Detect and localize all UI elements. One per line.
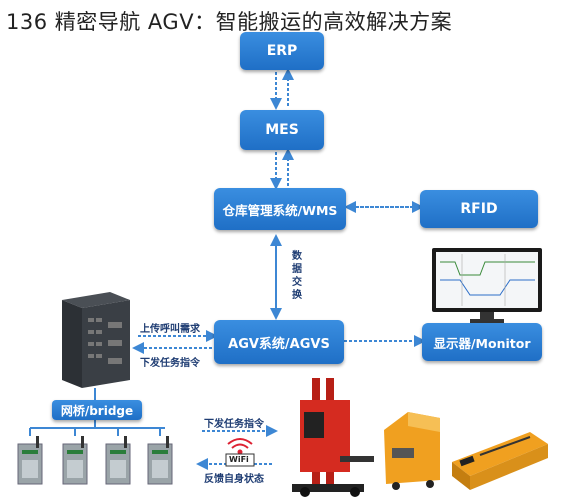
industrial-server-icon xyxy=(62,292,130,388)
flat-agv-icon xyxy=(452,432,548,490)
agvs-box: AGV系统/AGVS xyxy=(214,320,344,364)
rfid-box: RFID xyxy=(420,190,538,228)
dispatch-task-label-left: 下发任务指令 xyxy=(140,358,200,369)
bridge-connections xyxy=(29,388,165,436)
erp-box: ERP xyxy=(240,32,324,70)
upload-demand-label: 上传呼叫需求 xyxy=(140,324,200,335)
data-exchange-label: 数据交换 xyxy=(292,251,302,301)
wifi-label: WiFi xyxy=(229,455,249,464)
bridge-box: 网桥/bridge xyxy=(52,400,142,420)
bridge-device-icon xyxy=(17,436,173,485)
wifi-icon xyxy=(227,438,253,455)
feedback-status-label: 反馈自身状态 xyxy=(204,474,264,485)
mes-box: MES xyxy=(240,110,324,150)
wifi-badge xyxy=(225,453,255,467)
monitor-box: 显示器/Monitor xyxy=(422,323,542,361)
forklift-agv-icon xyxy=(292,378,374,497)
erp-mes-arrows xyxy=(270,68,294,110)
dispatch-task-label-right: 下发任务指令 xyxy=(204,419,264,430)
server-agvs-arrows xyxy=(132,330,218,354)
wms-box: 仓库管理系统/WMS xyxy=(214,188,346,230)
page-title: 136 精密导航 AGV：智能搬运的高效解决方案 xyxy=(6,10,453,34)
orange-agv-icon xyxy=(384,412,440,490)
mes-wms-arrows xyxy=(270,148,294,190)
monitor-display-icon xyxy=(432,248,542,323)
